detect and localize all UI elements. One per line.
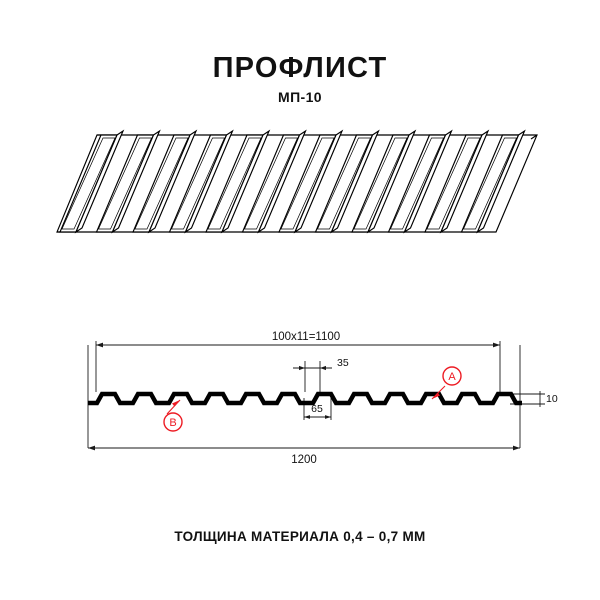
iso-rib xyxy=(314,129,380,234)
dimension-rib-top: 35 xyxy=(293,357,349,392)
iso-rib xyxy=(168,129,234,234)
page-title: ПРОФЛИСТ xyxy=(212,52,388,84)
dimension-rib-top-label: 35 xyxy=(337,357,349,369)
iso-rib xyxy=(424,129,490,234)
isometric-view xyxy=(56,129,538,234)
callout-a-label: A xyxy=(448,371,456,383)
callout-b: B xyxy=(163,399,183,432)
dimension-overall-width-label: 1200 xyxy=(291,454,317,466)
iso-rib xyxy=(241,129,307,234)
iso-rib xyxy=(59,129,125,234)
iso-rib xyxy=(95,129,161,234)
iso-rib xyxy=(351,129,417,234)
iso-rib xyxy=(205,129,271,234)
iso-rib xyxy=(132,129,198,234)
dimension-pitch-total-label: 100x11=1100 xyxy=(272,331,340,343)
dimension-valley-label: 65 xyxy=(311,403,323,415)
iso-rib xyxy=(460,129,526,234)
cross-section-view: 1200 100x11=1100 35 xyxy=(87,331,558,466)
callout-a: A xyxy=(431,366,462,400)
iso-ribs xyxy=(59,129,526,234)
iso-rib xyxy=(387,129,453,234)
iso-rib xyxy=(278,129,344,234)
dimension-overall-width: 1200 xyxy=(87,345,521,466)
dimension-pitch-total: 100x11=1100 xyxy=(95,331,501,392)
callout-b-label: B xyxy=(169,417,176,429)
cross-section-profile xyxy=(88,391,522,406)
page-subtitle: МП-10 xyxy=(278,89,322,105)
dimension-height-label: 10 xyxy=(546,393,558,405)
material-thickness-note: ТОЛЩИНА МАТЕРИАЛА 0,4 – 0,7 ММ xyxy=(174,529,426,544)
